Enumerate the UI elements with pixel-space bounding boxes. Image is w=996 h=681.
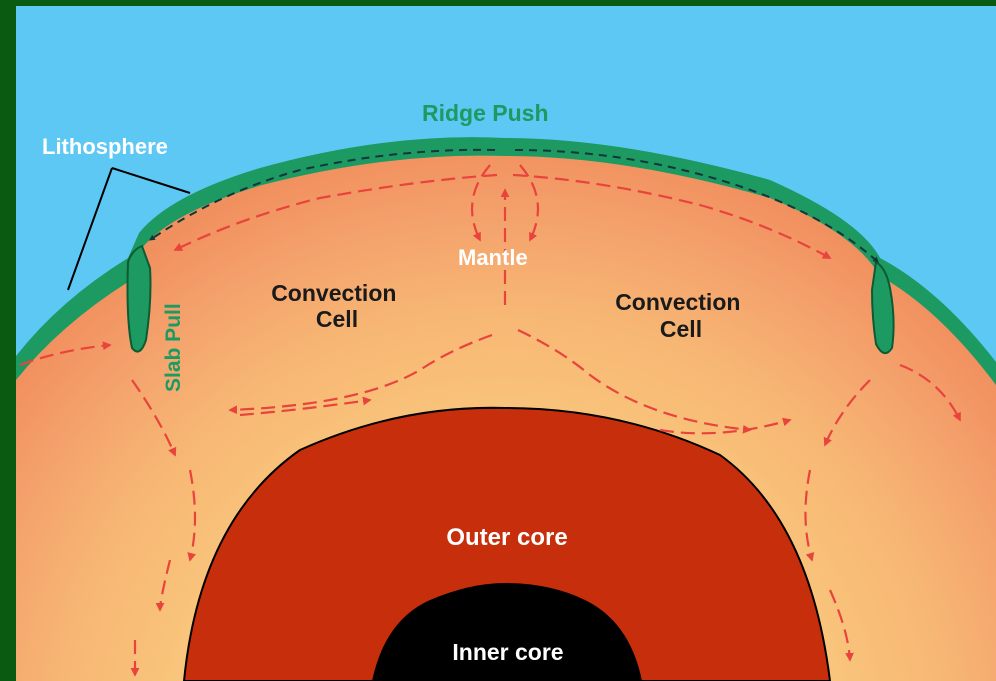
label-convection-cell-left-line2: Cell — [316, 306, 358, 332]
slab-left — [128, 246, 151, 352]
label-lithosphere: Lithosphere — [42, 134, 168, 159]
plate-tectonics-diagram: Lithosphere Ridge Push Slab Pull Mantle … — [16, 6, 996, 681]
label-slab-pull: Slab Pull — [162, 303, 185, 392]
label-convection-cell-left-line1: Convection — [271, 280, 396, 306]
label-convection-cell-right-line1: Convection — [615, 289, 740, 315]
label-mantle: Mantle — [458, 245, 528, 270]
label-convection-cell-right-line2: Cell — [660, 316, 702, 342]
label-ridge-push: Ridge Push — [422, 100, 549, 126]
label-outer-core: Outer core — [446, 524, 567, 551]
label-inner-core: Inner core — [452, 639, 563, 665]
